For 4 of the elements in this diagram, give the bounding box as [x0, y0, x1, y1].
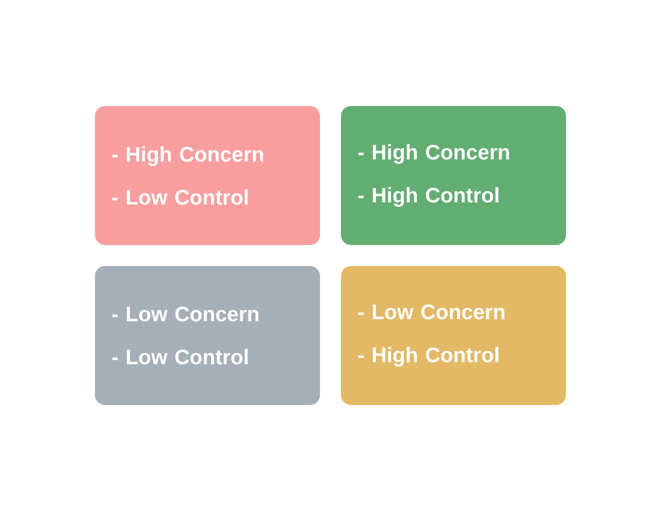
- quadrant-box: - Low Concern - High Control: [341, 266, 566, 405]
- quadrant-box: - High Concern - High Control: [341, 106, 566, 245]
- quadrant-box: - Low Concern - Low Control: [95, 266, 320, 405]
- quadrant-box: - High Concern - Low Control: [95, 106, 320, 245]
